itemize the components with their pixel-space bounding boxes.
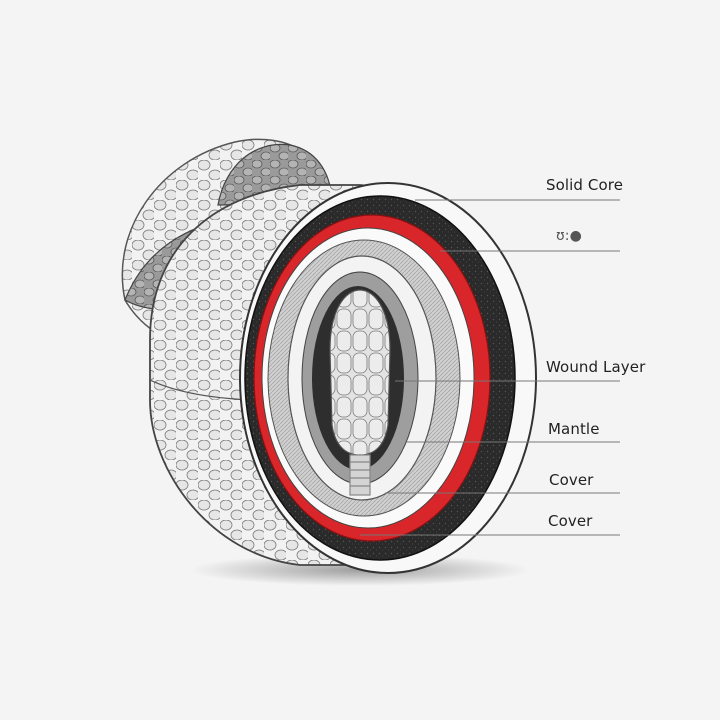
core-thread bbox=[349, 454, 371, 496]
label-cover-1: Cover bbox=[549, 471, 594, 489]
solid-core-shape bbox=[329, 289, 391, 456]
label-symbol: ʊ:● bbox=[556, 228, 582, 244]
leader-lines bbox=[360, 199, 620, 536]
label-cover-2: Cover bbox=[548, 512, 593, 530]
label-solid-core: Solid Core bbox=[546, 176, 624, 194]
cutaway-layers bbox=[239, 182, 537, 574]
label-mantle: Mantle bbox=[548, 420, 600, 438]
label-wound-layer: Wound Layer bbox=[546, 358, 646, 376]
